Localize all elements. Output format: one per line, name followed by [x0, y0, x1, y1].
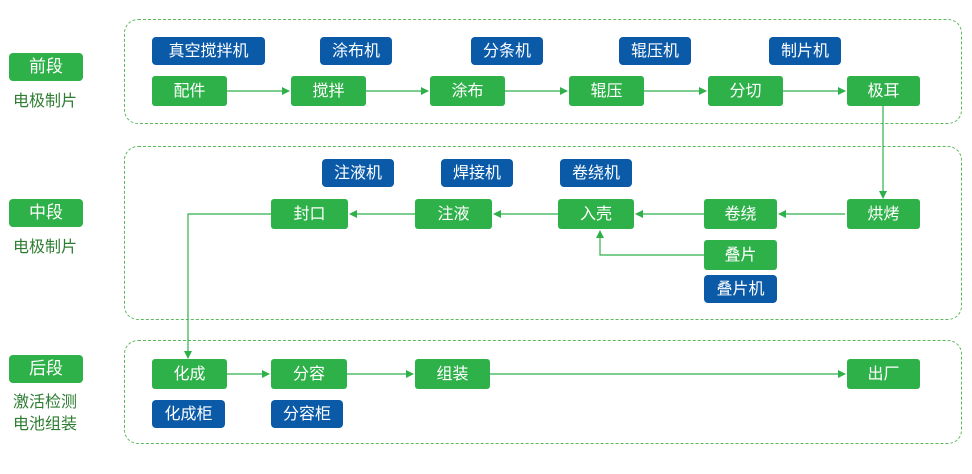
step-zuzhuang: 组装 [415, 359, 490, 389]
equipment-stacker: 叠片机 [704, 275, 777, 303]
stage-back-label: 后段 [9, 355, 83, 383]
stage-front-subtitle: 电极制片 [12, 91, 77, 110]
step-diepian: 叠片 [704, 240, 777, 270]
equipment-injector: 注液机 [322, 159, 394, 187]
stage-middle-subtitle: 电极制片 [12, 237, 77, 256]
step-tubu: 涂布 [430, 76, 505, 106]
stage-back-subtitle-line1: 激活检测 [12, 392, 77, 411]
equipment-coater: 涂布机 [320, 37, 392, 65]
step-fenrong: 分容 [271, 359, 347, 389]
arrow-diepian-to-ruke [596, 230, 704, 256]
equipment-formation-cabinet: 化成柜 [152, 400, 225, 428]
stage-back-subtitle-line2: 电池组装 [12, 414, 77, 433]
step-jier: 极耳 [847, 76, 920, 106]
step-fenqie: 分切 [708, 76, 783, 106]
equipment-vacuum-mixer: 真空搅拌机 [152, 37, 265, 65]
step-huacheng: 化成 [152, 359, 227, 389]
step-ruke: 入壳 [558, 199, 634, 229]
front-stage-panel [124, 19, 962, 124]
arrow-fengkou-to-huacheng [184, 213, 271, 359]
step-juanrao: 卷绕 [704, 199, 777, 229]
equipment-grading-cabinet: 分容柜 [271, 400, 343, 428]
step-gunya: 辊压 [569, 76, 644, 106]
equipment-welder: 焊接机 [441, 159, 513, 187]
equipment-slitter: 分条机 [471, 37, 543, 65]
step-peijian: 配件 [152, 76, 227, 106]
step-fengkou: 封口 [271, 199, 348, 229]
step-jiaoban: 搅拌 [291, 76, 366, 106]
stage-middle-label: 中段 [9, 199, 83, 227]
middle-stage-panel [124, 146, 962, 320]
stage-front-label: 前段 [9, 53, 83, 81]
step-zhuye: 注液 [415, 199, 492, 229]
equipment-roller-press: 辊压机 [619, 37, 691, 65]
equipment-tab-maker: 制片机 [769, 37, 841, 65]
equipment-winder: 卷绕机 [560, 159, 632, 187]
step-chuchang: 出厂 [847, 359, 920, 389]
back-stage-panel [124, 340, 962, 444]
step-hongkao: 烘烤 [847, 199, 920, 229]
